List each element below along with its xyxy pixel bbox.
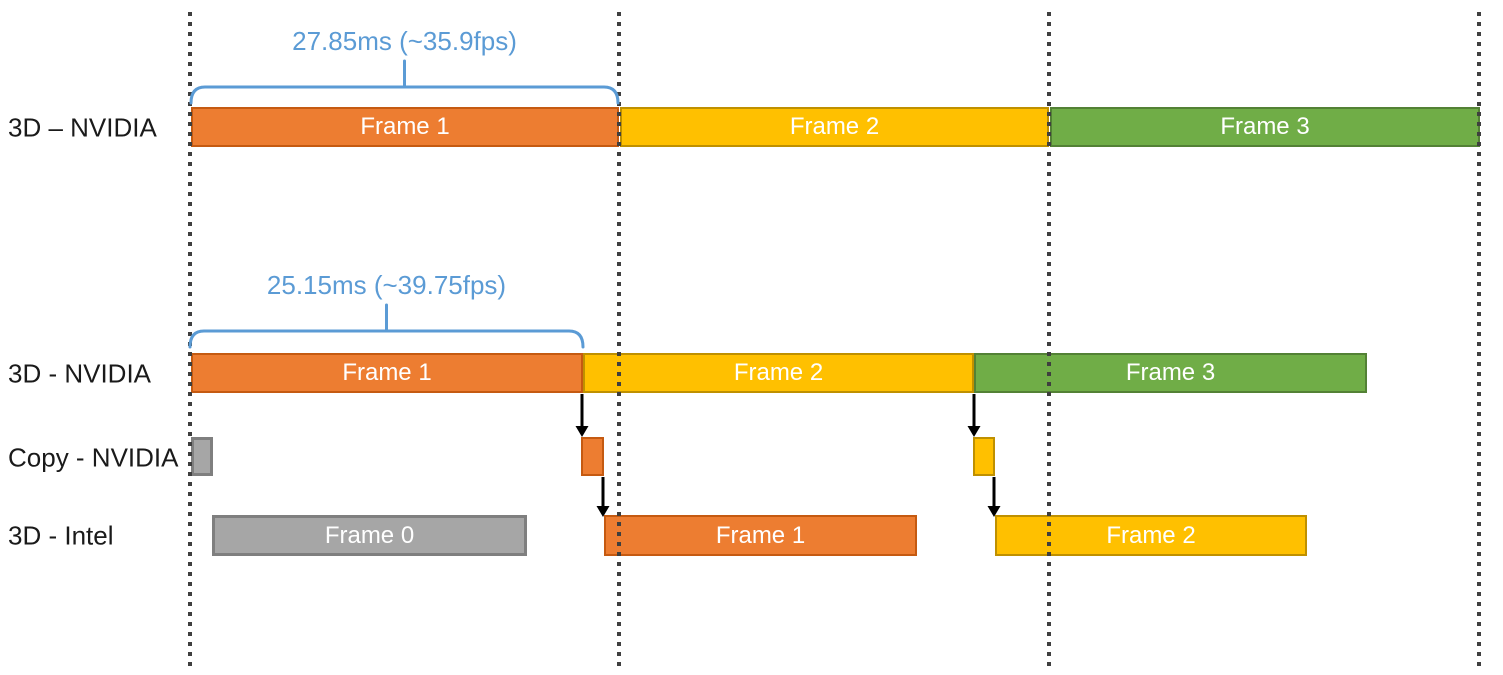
duration-label: 27.85ms (~35.9fps) <box>292 26 517 56</box>
bar-label: Frame 2 <box>1106 521 1196 549</box>
bar-label: Frame 1 <box>715 521 806 549</box>
bar-label: Frame 2 <box>733 359 824 386</box>
bar-3d-nvidia-hybrid-frame-1: Frame 1 <box>191 353 583 393</box>
vsync-gridline <box>1047 12 1051 666</box>
bar-3d-nvidia-solo-frame-3: Frame 3 <box>1050 107 1480 147</box>
copy-flow-arrow <box>596 477 610 517</box>
copy-flow-arrow <box>967 394 981 437</box>
bar-3d-intel-frame-1: Frame 1 <box>604 515 917 556</box>
bar-label: Frame 3 <box>1125 359 1216 386</box>
bar-3d-nvidia-hybrid-frame-2: Frame 2 <box>583 353 974 393</box>
bar-3d-nvidia-hybrid-frame-3: Frame 3 <box>974 353 1367 393</box>
bar-label: Frame 2 <box>789 113 880 140</box>
vsync-gridline <box>617 12 621 666</box>
bar-3d-nvidia-solo-frame-2: Frame 2 <box>620 107 1049 147</box>
bar-label: Frame 0 <box>324 521 415 549</box>
row-label-3d-intel: 3D - Intel <box>8 520 114 551</box>
row-label-copy-nvidia: Copy - NVIDIA <box>8 442 179 473</box>
vsync-gridline <box>188 12 192 666</box>
bar-label: Frame 1 <box>342 359 432 386</box>
duration-bracket <box>189 59 620 105</box>
row-label-3d-nvidia-hybrid: 3D - NVIDIA <box>8 358 152 389</box>
arrow-head <box>967 426 981 437</box>
copy-flow-arrow <box>575 394 589 437</box>
bar-label: Frame 1 <box>360 113 450 140</box>
row-label-3d-nvidia-solo: 3D – NVIDIA <box>8 112 157 143</box>
bar-label: Frame 3 <box>1220 113 1310 140</box>
copy-bar-copy-nvidia <box>581 437 604 476</box>
bar-3d-nvidia-solo-frame-1: Frame 1 <box>191 107 619 147</box>
bar-3d-intel-frame-2: Frame 2 <box>995 515 1307 556</box>
bar-3d-intel-frame-0: Frame 0 <box>212 515 527 556</box>
copy-flow-arrow <box>987 477 1001 517</box>
arrow-head <box>575 426 589 437</box>
duration-bracket <box>188 303 585 349</box>
duration-label: 25.15ms (~39.75fps) <box>266 270 507 300</box>
copy-bar-copy-nvidia <box>191 437 213 476</box>
copy-bar-copy-nvidia <box>973 437 995 476</box>
vsync-gridline <box>1477 12 1481 666</box>
